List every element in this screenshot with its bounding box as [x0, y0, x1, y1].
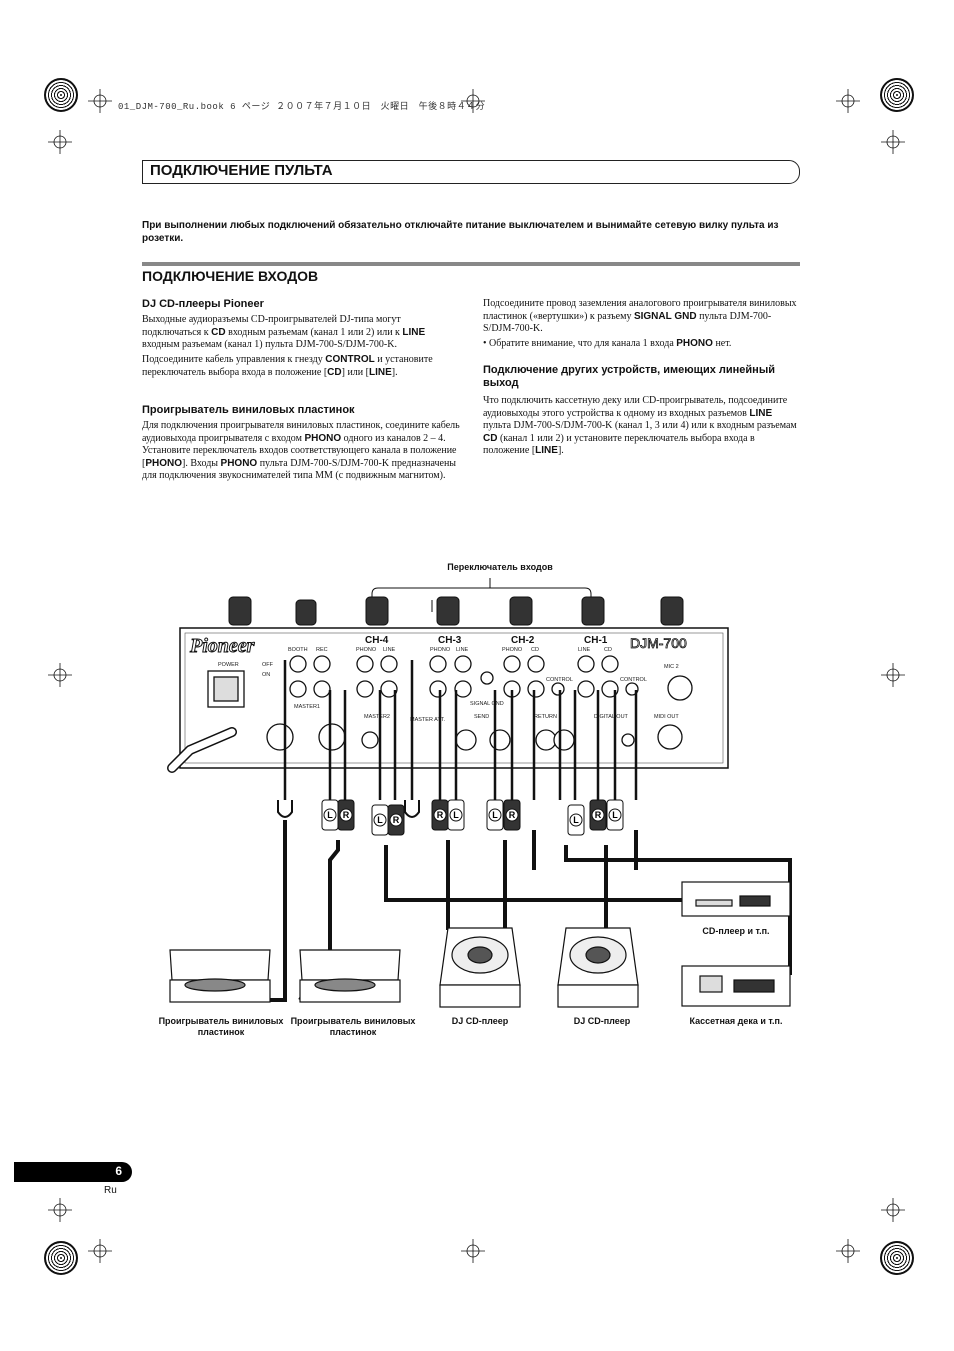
cd-player-label: CD-плеер и т.п. — [702, 926, 770, 936]
svg-text:ON: ON — [262, 672, 270, 678]
rca-plug-left-icon: L — [321, 799, 339, 831]
svg-text:PHONO: PHONO — [356, 647, 377, 653]
registration-target-icon — [44, 78, 78, 112]
safety-warning: При выполнении любых подключений обязате… — [142, 220, 779, 244]
svg-text:PHONO: PHONO — [430, 647, 451, 653]
svg-text:R: R — [509, 810, 516, 820]
brand-logo: Pioneer — [189, 635, 255, 657]
svg-text:L: L — [612, 810, 618, 820]
page-language: Ru — [104, 1185, 117, 1196]
page-number-tab — [14, 1162, 132, 1182]
dj-cd-player-icon — [439, 927, 521, 1008]
channel-label: CH-1 — [584, 635, 608, 646]
svg-text:SIGNAL GND: SIGNAL GND — [470, 701, 504, 707]
svg-text:DIGITAL OUT: DIGITAL OUT — [594, 714, 629, 720]
svg-text:L: L — [492, 810, 498, 820]
svg-text:POWER: POWER — [218, 662, 239, 668]
signal-gnd-paragraph: Подсоедините провод заземления аналогово… — [483, 298, 797, 335]
file-header-line: 01_DJM-700_Ru.book 6 ページ ２００７年７月１０日 火曜日 … — [118, 102, 486, 112]
channel-label: CH-3 — [438, 635, 462, 646]
rca-plug-left-icon: L — [447, 799, 465, 831]
turntable-label-1: Проигрыватель виниловых пластинок — [158, 1016, 284, 1037]
section-divider — [142, 262, 800, 266]
svg-text:BOOTH: BOOTH — [288, 647, 308, 653]
svg-text:RETURN: RETURN — [534, 714, 557, 720]
channel-label: CH-4 — [365, 635, 389, 646]
svg-text:CD: CD — [531, 647, 539, 653]
cassette-deck-icon — [681, 965, 791, 1007]
registration-target-icon — [880, 78, 914, 112]
svg-text:MIDI OUT: MIDI OUT — [654, 714, 679, 720]
vinyl-paragraph: Для подключения проигрывателя виниловых … — [142, 420, 460, 482]
rca-plug-right-icon: R — [337, 799, 355, 831]
phono-note: • Обратите внимание, что для канала 1 вх… — [483, 338, 732, 349]
svg-text:PHONO: PHONO — [502, 647, 523, 653]
svg-text:CONTROL: CONTROL — [620, 677, 647, 683]
rca-plug-right-icon: R — [589, 799, 607, 831]
model-logo: DJM-700 — [630, 635, 687, 651]
rca-plug-right-icon: R — [503, 799, 521, 831]
svg-text:R: R — [595, 810, 602, 820]
rca-plug-right-icon: R — [387, 804, 405, 836]
turntable-label-2: Проигрыватель виниловых пластинок — [290, 1016, 416, 1037]
chapter-title-box — [142, 160, 800, 184]
dj-cd-player-icon — [557, 927, 639, 1008]
svg-text:CD: CD — [604, 647, 612, 653]
rca-plug-right-icon: R — [431, 799, 449, 831]
svg-text:LINE: LINE — [383, 647, 396, 653]
cassette-deck-label: Кассетная дека и т.п. — [689, 1016, 783, 1026]
svg-text:MASTER ATT.: MASTER ATT. — [410, 717, 446, 723]
cd-players-paragraph-2: Подсоедините кабель управления к гнезду … — [142, 354, 433, 378]
page-number: 6 — [115, 1164, 122, 1178]
svg-text:L: L — [573, 815, 579, 825]
section-title: Подключение входов — [142, 268, 319, 284]
other-devices-paragraph: Что подключить кассетную деку или CD-про… — [483, 395, 797, 457]
cd-player-icon — [681, 881, 791, 917]
cd-players-heading: DJ CD-плееры Pioneer — [142, 298, 264, 310]
svg-text:R: R — [437, 810, 444, 820]
cd-players-paragraph-1: Выходные аудиоразъемы CD-проигрывателей … — [142, 314, 426, 351]
other-devices-heading: Подключение других устройств, имеющих ли… — [483, 364, 775, 389]
registration-target-icon — [44, 1241, 78, 1275]
turntable-icon — [169, 949, 271, 1003]
rca-plug-left-icon: L — [371, 804, 389, 836]
turntable-icon — [299, 949, 401, 1003]
channel-label: CH-2 — [511, 635, 535, 646]
rca-plug-left-icon: L — [606, 799, 624, 831]
vinyl-heading: Проигрыватель виниловых пластинок — [142, 404, 355, 416]
svg-text:L: L — [377, 815, 383, 825]
svg-text:REC: REC — [316, 647, 328, 653]
svg-text:R: R — [343, 810, 350, 820]
svg-text:SEND: SEND — [474, 714, 489, 720]
svg-text:L: L — [327, 810, 333, 820]
chapter-title: ПОДКЛЮЧЕНИЕ ПУЛЬТА — [150, 162, 333, 179]
rca-plug-left-icon: L — [567, 804, 585, 836]
dj-cd-player-label-2: DJ CD-плеер — [573, 1016, 631, 1026]
input-selector-label: Переключатель входов — [447, 562, 553, 572]
svg-text:MIC 2: MIC 2 — [664, 664, 679, 670]
svg-text:MASTER2: MASTER2 — [364, 714, 390, 720]
dj-cd-player-label-1: DJ CD-плеер — [451, 1016, 509, 1026]
svg-text:R: R — [393, 815, 400, 825]
svg-text:LINE: LINE — [456, 647, 469, 653]
svg-text:L: L — [453, 810, 459, 820]
svg-text:MASTER1: MASTER1 — [294, 704, 320, 710]
svg-text:OFF: OFF — [262, 662, 274, 668]
registration-target-icon — [880, 1241, 914, 1275]
svg-text:CONTROL: CONTROL — [546, 677, 573, 683]
svg-text:LINE: LINE — [578, 647, 591, 653]
rca-plug-left-icon: L — [486, 799, 504, 831]
